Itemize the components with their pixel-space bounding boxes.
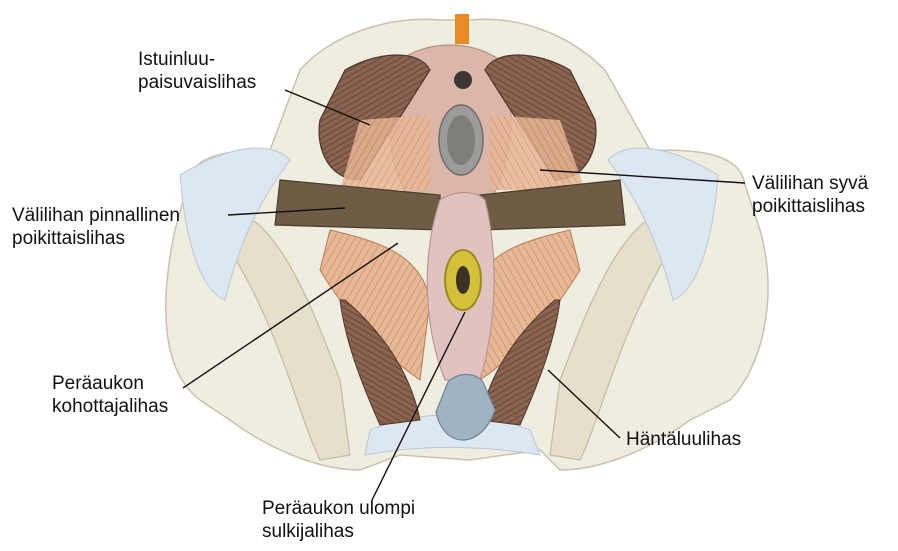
anal-region — [427, 193, 494, 381]
label-superficial-transverse-line1: Välilihan pinnallinen — [12, 204, 180, 227]
label-ischiocavernosus-line1: Istuinluu- — [138, 48, 256, 71]
label-superficial-transverse: Välilihan pinnallinen poikittaislihas — [12, 204, 180, 250]
label-levator-ani: Peräaukon kohottajalihas — [52, 372, 168, 418]
label-superficial-transverse-line2: poikittaislihas — [12, 227, 180, 250]
label-levator-ani-line1: Peräaukon — [52, 372, 168, 395]
label-deep-transverse-line1: Välilihan syvä — [752, 172, 868, 195]
label-external-sphincter: Peräaukon ulompi sulkijalihas — [262, 497, 415, 543]
label-deep-transverse-line2: poikittaislihas — [752, 195, 868, 218]
label-coccygeus-line1: Häntäluulihas — [626, 428, 741, 451]
label-ischiocavernosus: Istuinluu- paisuvaislihas — [138, 48, 256, 94]
label-ischiocavernosus-line2: paisuvaislihas — [138, 71, 256, 94]
label-external-sphincter-line1: Peräaukon ulompi — [262, 497, 415, 520]
top-orange-mark — [455, 14, 469, 44]
label-coccygeus: Häntäluulihas — [626, 428, 741, 451]
label-levator-ani-line2: kohottajalihas — [52, 395, 168, 418]
label-external-sphincter-line2: sulkijalihas — [262, 520, 415, 543]
label-deep-transverse: Välilihan syvä poikittaislihas — [752, 172, 868, 218]
